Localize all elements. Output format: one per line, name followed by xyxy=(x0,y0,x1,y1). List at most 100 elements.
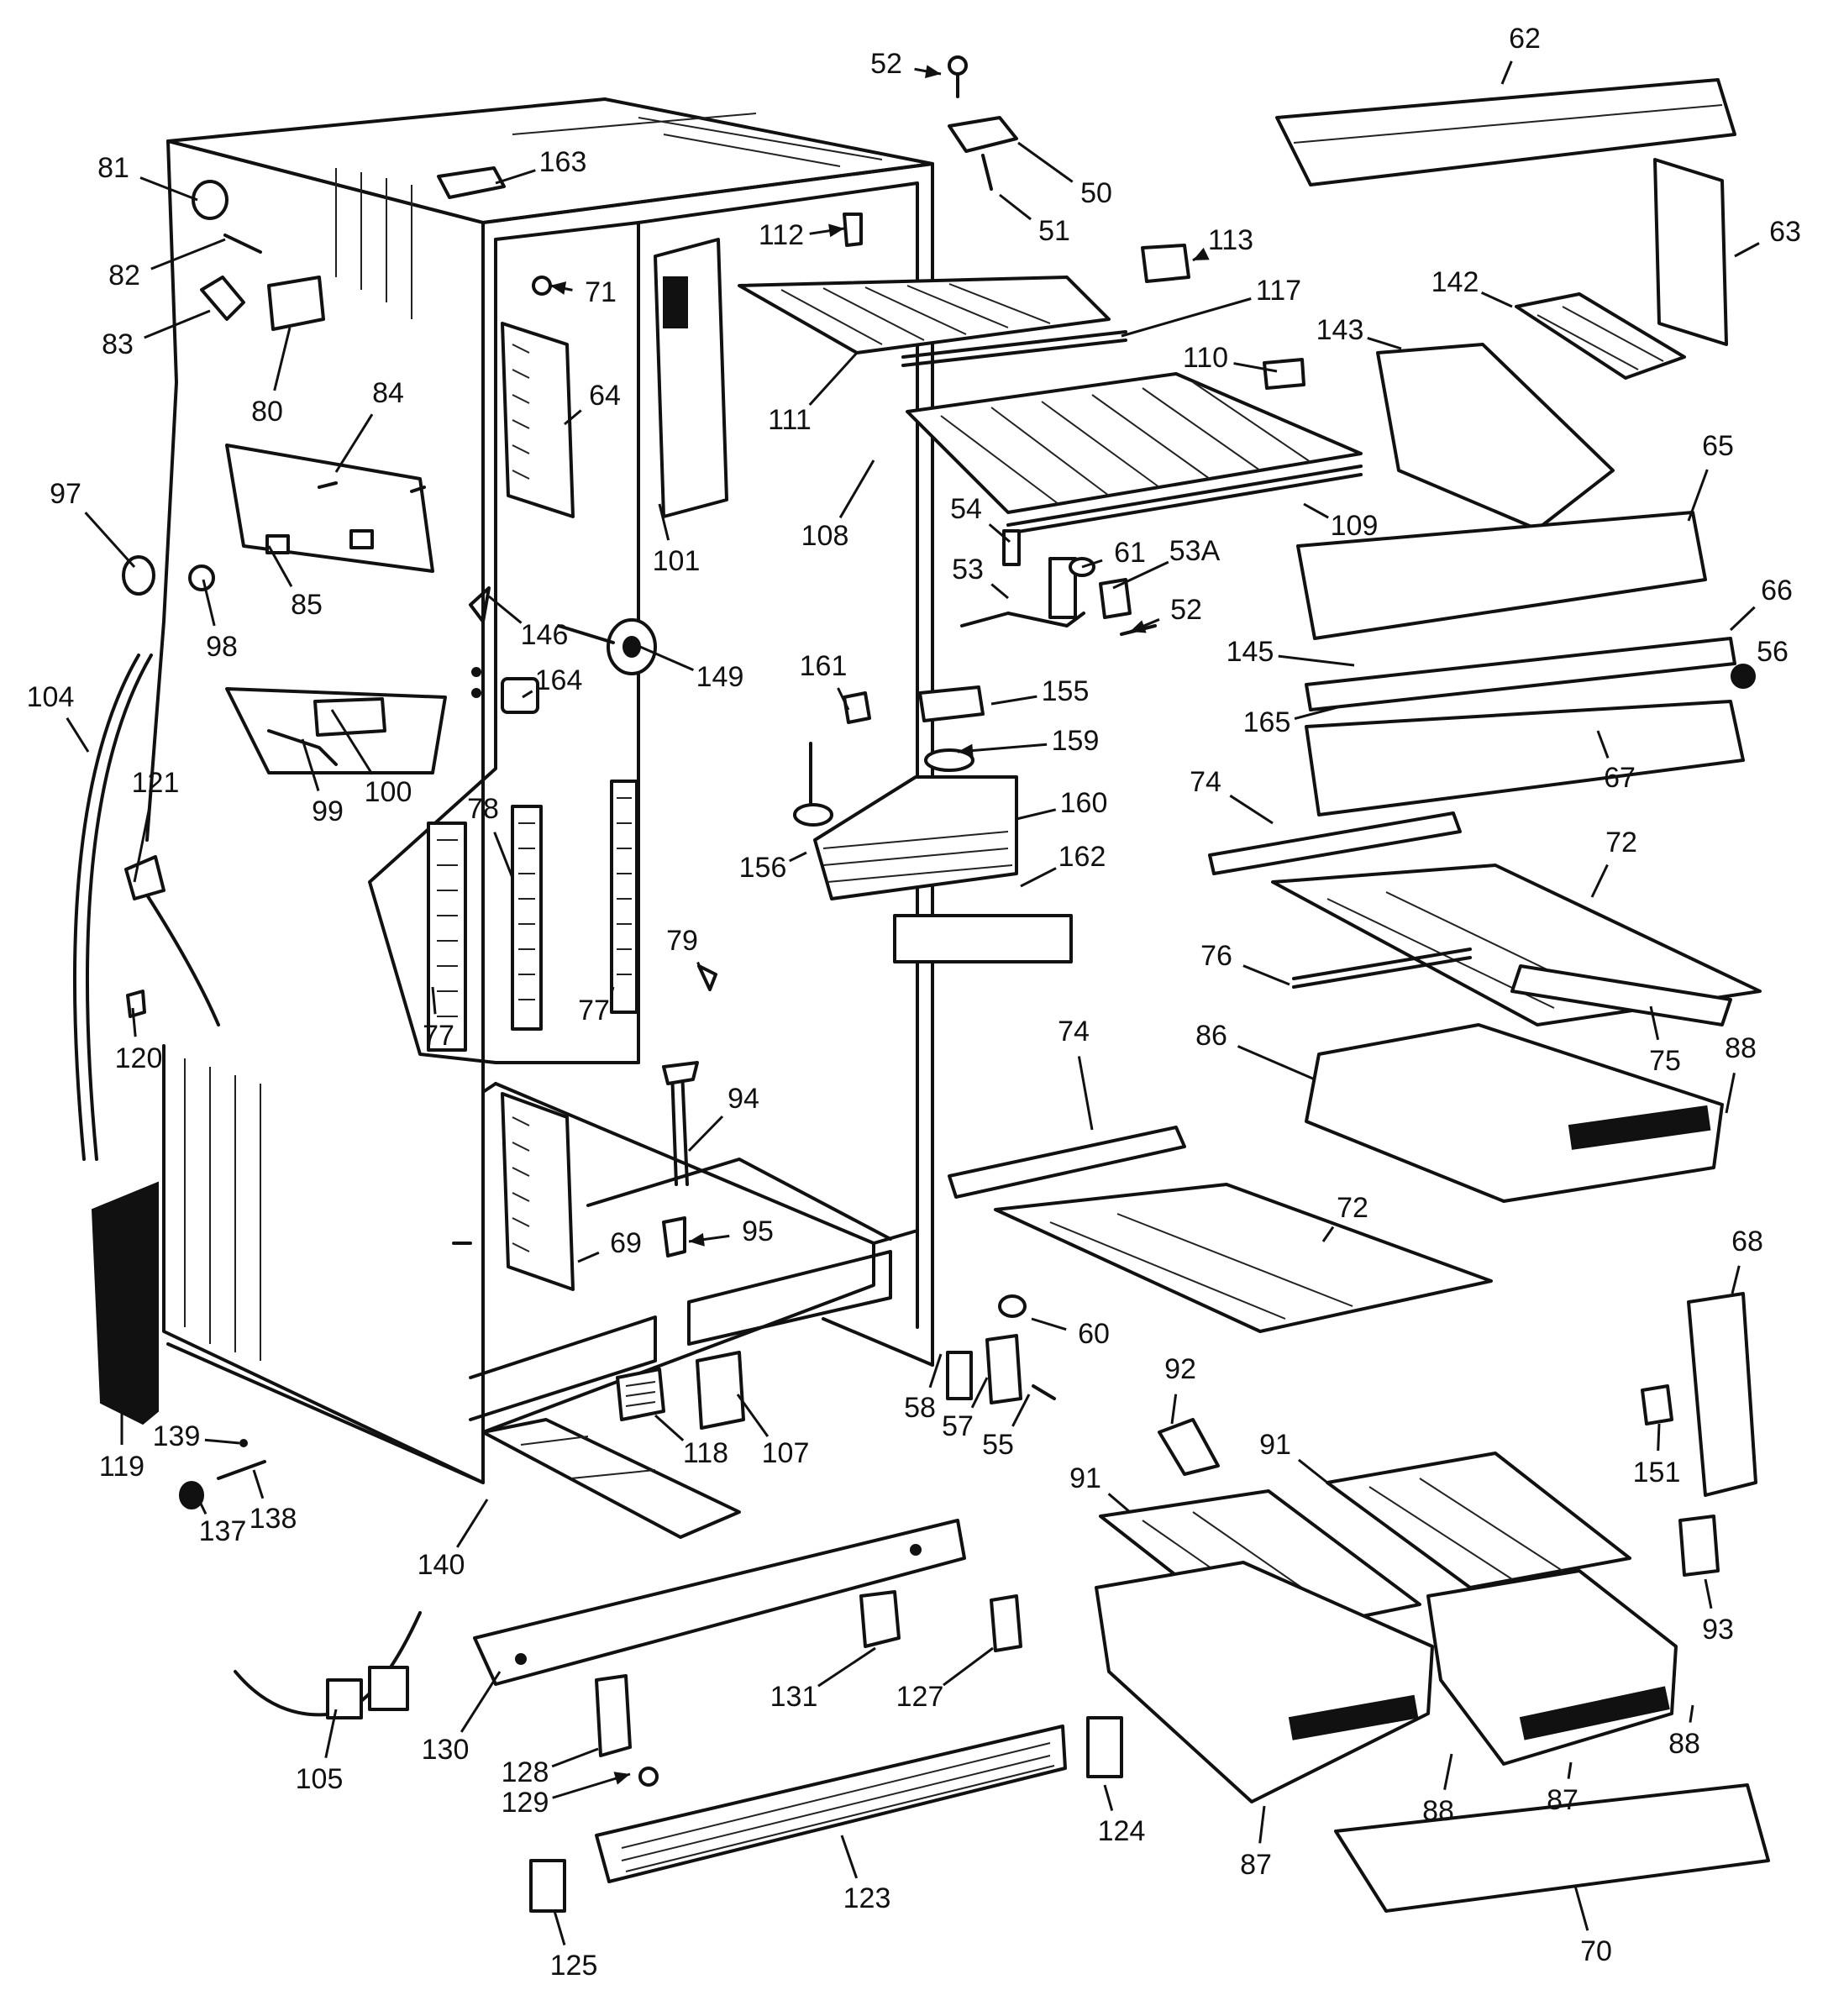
leader-line xyxy=(488,595,523,624)
leader-line xyxy=(455,1499,489,1548)
callout-119: 119 xyxy=(99,1411,144,1483)
callout-164: 164 xyxy=(522,664,582,699)
part-number-label: 51 xyxy=(1038,215,1070,247)
callout-72: 72 xyxy=(1590,827,1637,898)
leader-line xyxy=(1020,867,1057,888)
leader-line xyxy=(1704,1578,1713,1609)
leader-line xyxy=(1734,242,1760,258)
part-number-label: 140 xyxy=(418,1549,465,1581)
callout-67: 67 xyxy=(1596,730,1636,794)
callout-64: 64 xyxy=(564,380,621,426)
callout-121: 121 xyxy=(132,767,179,883)
part-number-label: 118 xyxy=(683,1437,728,1469)
callout-105: 105 xyxy=(296,1709,344,1795)
leader-line xyxy=(988,523,1011,543)
part-number-label: 88 xyxy=(1668,1728,1700,1760)
callout-86: 86 xyxy=(1195,1020,1316,1081)
part-number-label: 85 xyxy=(291,589,323,621)
part-number-label: 88 xyxy=(1725,1032,1757,1064)
leader-line xyxy=(1573,1885,1589,1931)
leader-line xyxy=(1112,560,1169,590)
callout-82: 82 xyxy=(108,238,226,291)
leader-line xyxy=(1590,864,1609,898)
callout-130: 130 xyxy=(422,1671,502,1766)
part-number-label: 56 xyxy=(1757,636,1789,668)
callout-56: 56 xyxy=(1741,636,1789,673)
leader-line xyxy=(990,583,1009,600)
callout-66: 66 xyxy=(1729,575,1793,632)
callout-120: 120 xyxy=(115,1007,162,1074)
part-number-label: 80 xyxy=(251,396,283,428)
callout-75: 75 xyxy=(1649,1005,1681,1077)
callout-74: 74 xyxy=(1190,766,1274,825)
leader-line xyxy=(301,738,320,791)
leader-line xyxy=(1480,291,1513,308)
leader-line xyxy=(1298,1458,1328,1484)
leader-line xyxy=(267,545,293,587)
callout-68: 68 xyxy=(1731,1226,1763,1294)
leader-line xyxy=(1077,1056,1094,1131)
callout-108: 108 xyxy=(801,459,875,552)
part-number-label: 138 xyxy=(250,1503,297,1535)
part-number-label: 149 xyxy=(696,661,744,693)
callout-76: 76 xyxy=(1200,940,1290,986)
leader-line xyxy=(654,1414,685,1441)
leader-line xyxy=(1500,60,1513,85)
part-number-label: 67 xyxy=(1604,762,1636,794)
leader-line xyxy=(334,413,374,473)
leader-line xyxy=(658,503,670,541)
callout-81: 81 xyxy=(97,152,198,202)
leader-line xyxy=(687,1115,724,1152)
callout-101: 101 xyxy=(653,503,700,577)
part-number-label: 139 xyxy=(153,1420,201,1452)
part-number-label: 94 xyxy=(728,1083,759,1115)
leader-line xyxy=(1567,1761,1573,1779)
leader-line xyxy=(1741,664,1750,673)
part-number-label: 79 xyxy=(666,925,698,957)
callout-163: 163 xyxy=(495,146,586,185)
leader-line xyxy=(1229,794,1274,825)
leader-line xyxy=(837,687,850,711)
callout-110: 110 xyxy=(1183,342,1278,374)
part-number-label: 161 xyxy=(800,650,848,682)
leader-line xyxy=(1367,336,1402,350)
leader-line xyxy=(139,176,198,202)
callout-91: 91 xyxy=(1069,1462,1131,1514)
leader-line xyxy=(1649,1005,1660,1041)
leader-line xyxy=(330,709,374,775)
leader-line xyxy=(1081,559,1103,569)
part-number-label: 142 xyxy=(1431,266,1479,298)
part-number-label: 52 xyxy=(1170,594,1202,626)
part-number-label: 54 xyxy=(950,493,982,525)
leader-arrowhead xyxy=(1193,247,1210,260)
part-number-label: 105 xyxy=(296,1763,344,1795)
callout-52: 52 xyxy=(870,48,942,80)
part-number-label: 77 xyxy=(423,1020,454,1052)
part-number-label: 98 xyxy=(206,631,238,663)
part-number-label: 97 xyxy=(50,478,81,510)
leader-line xyxy=(324,1709,338,1759)
leader-line xyxy=(431,986,437,1015)
leader-arrowhead xyxy=(689,1232,705,1247)
leader-line xyxy=(928,1353,943,1389)
callout-145: 145 xyxy=(1227,636,1355,668)
callout-129: 129 xyxy=(502,1772,631,1819)
part-number-label: 99 xyxy=(312,795,344,827)
callout-50: 50 xyxy=(1017,141,1112,209)
part-number-label: 112 xyxy=(759,219,804,251)
leader-line xyxy=(252,1469,265,1499)
callout-165: 165 xyxy=(1243,706,1338,738)
callout-98: 98 xyxy=(202,579,238,663)
leader-line xyxy=(1303,502,1329,519)
part-number-label: 69 xyxy=(610,1227,642,1259)
part-number-label: 62 xyxy=(1509,23,1541,55)
part-number-label: 146 xyxy=(521,619,569,651)
callout-62: 62 xyxy=(1500,23,1541,85)
part-number-label: 110 xyxy=(1183,342,1228,374)
leader-line xyxy=(204,1438,240,1445)
leader-line xyxy=(273,327,292,391)
callout-88: 88 xyxy=(1668,1704,1700,1760)
leader-line xyxy=(1729,606,1756,632)
callout-94: 94 xyxy=(687,1083,759,1152)
part-number-label: 86 xyxy=(1195,1020,1227,1052)
